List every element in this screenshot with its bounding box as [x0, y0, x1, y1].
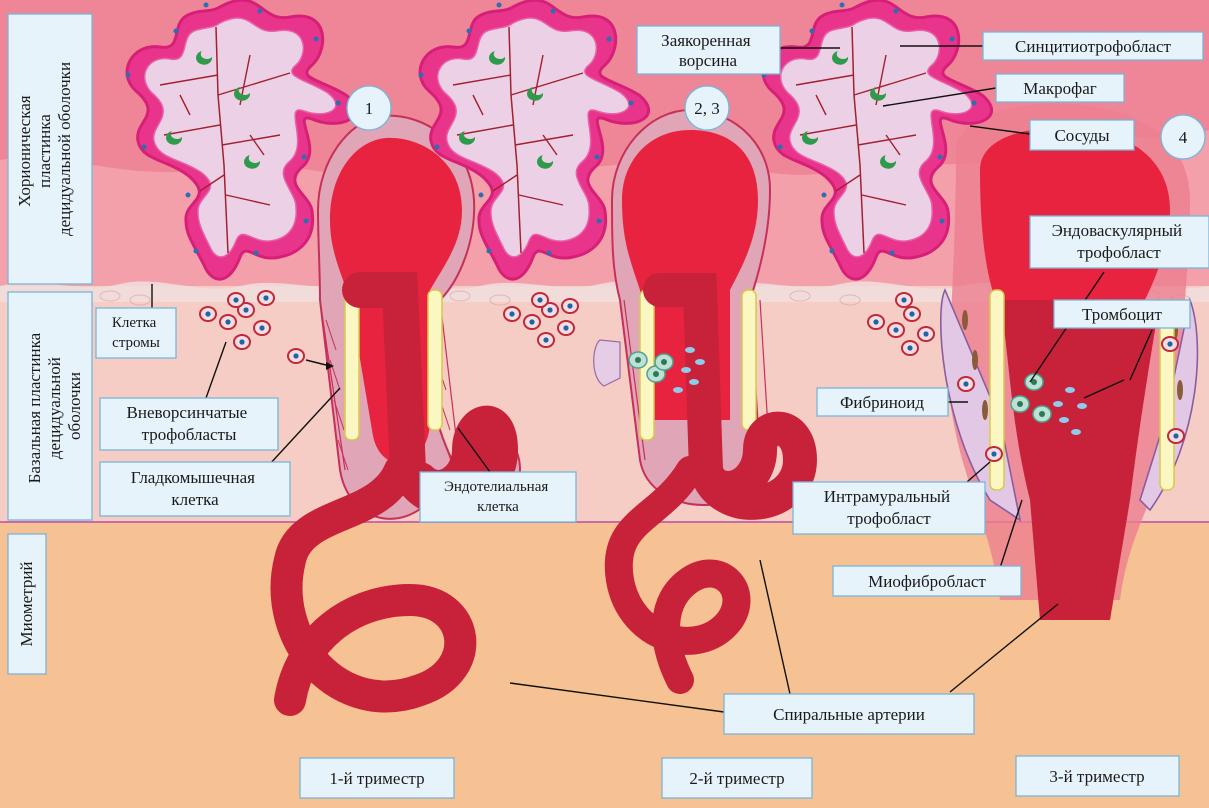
extravillous-line-2: трофобласты [142, 425, 237, 444]
svg-text:Сосуды: Сосуды [1054, 126, 1110, 145]
label-extravillous-trophoblasts: Вневорсинчатые трофобласты [100, 398, 278, 450]
stromal-line-2: стромы [112, 335, 160, 351]
label-syncytiotrophoblast: Синцитиотрофобласт [983, 32, 1203, 60]
label-smooth-muscle-cell: Гладкомышечная клетка [100, 462, 290, 516]
svg-text:2-й триместр: 2-й триместр [689, 769, 784, 788]
anchoring-villus-line-1: Заякоренная [661, 31, 751, 50]
basal-line-3: оболочки [65, 372, 84, 440]
svg-text:Макрофаг: Макрофаг [1023, 79, 1096, 98]
label-spiral-arteries: Спиральные артерии [724, 694, 974, 734]
stage-marker-1: 1 [347, 86, 391, 130]
label-endothelial-cell: Эндотелиальная клетка [420, 472, 576, 522]
endovascular-line-1: Эндоваскулярный [1052, 221, 1183, 240]
label-anchoring-villus: Заякоренная ворсина [637, 26, 780, 74]
stage-marker-2-3: 2, 3 [685, 86, 729, 130]
svg-text:Синцитиотрофобласт: Синцитиотрофобласт [1015, 37, 1171, 56]
svg-text:4: 4 [1179, 128, 1188, 147]
svg-text:1: 1 [365, 99, 374, 118]
chorionic-layer-label: Хорионическая пластинка децидуальной обо… [8, 14, 92, 284]
svg-text:3-й триместр: 3-й триместр [1049, 767, 1144, 786]
endovascular-line-2: трофобласт [1077, 243, 1161, 262]
svg-text:Спиральные артерии: Спиральные артерии [773, 705, 925, 724]
label-platelet: Тромбоцит [1054, 300, 1190, 328]
label-fibrinoid: Фибриноид [817, 388, 948, 416]
stage-marker-4: 4 [1161, 115, 1205, 159]
svg-text:1-й триместр: 1-й триместр [329, 769, 424, 788]
chorionic-line-3: децидуальной оболочки [55, 62, 74, 236]
chorionic-line-1: Хорионическая [15, 95, 34, 207]
svg-text:Тромбоцит: Тромбоцит [1082, 305, 1163, 324]
extravillous-line-1: Вневорсинчатые [127, 403, 248, 422]
endothelial-line-2: клетка [477, 499, 519, 515]
svg-text:Фибриноид: Фибриноид [840, 393, 924, 412]
trimester-1-label: 1-й триместр [300, 758, 454, 798]
label-vessels: Сосуды [1030, 120, 1134, 150]
basal-line-1: Базальная пластинка [25, 332, 44, 483]
anchoring-villus-line-2: ворсина [679, 51, 738, 70]
trimester-3-label: 3-й триместр [1016, 756, 1179, 796]
basal-line-2: децидуальной [45, 357, 64, 459]
label-endovascular-trophoblast: Эндоваскулярный трофобласт [1030, 216, 1209, 268]
basal-layer-label: Базальная пластинка децидуальной оболочк… [8, 292, 92, 520]
stromal-line-1: Клетка [112, 315, 157, 331]
svg-text:2, 3: 2, 3 [694, 99, 720, 118]
label-intramural-trophoblast: Интрамуральный трофобласт [793, 482, 985, 534]
intramural-line-1: Интрамуральный [824, 487, 950, 506]
svg-text:Миофибробласт: Миофибробласт [868, 572, 986, 591]
endothelial-line-1: Эндотелиальная [444, 479, 548, 495]
trimester-2-label: 2-й триместр [662, 758, 812, 798]
intramural-line-2: трофобласт [847, 509, 931, 528]
chorionic-line-2: пластинка [35, 114, 54, 188]
label-stromal-cell: Клетка стромы [96, 308, 176, 358]
label-macrophage: Макрофаг [996, 74, 1124, 102]
myometrium-label: Миометрий [8, 534, 46, 674]
myometrium-text: Миометрий [17, 561, 36, 646]
label-myofibroblast: Миофибробласт [833, 566, 1021, 596]
smooth-muscle-line-2: клетка [171, 490, 219, 509]
smooth-muscle-line-1: Гладкомышечная [131, 468, 255, 487]
